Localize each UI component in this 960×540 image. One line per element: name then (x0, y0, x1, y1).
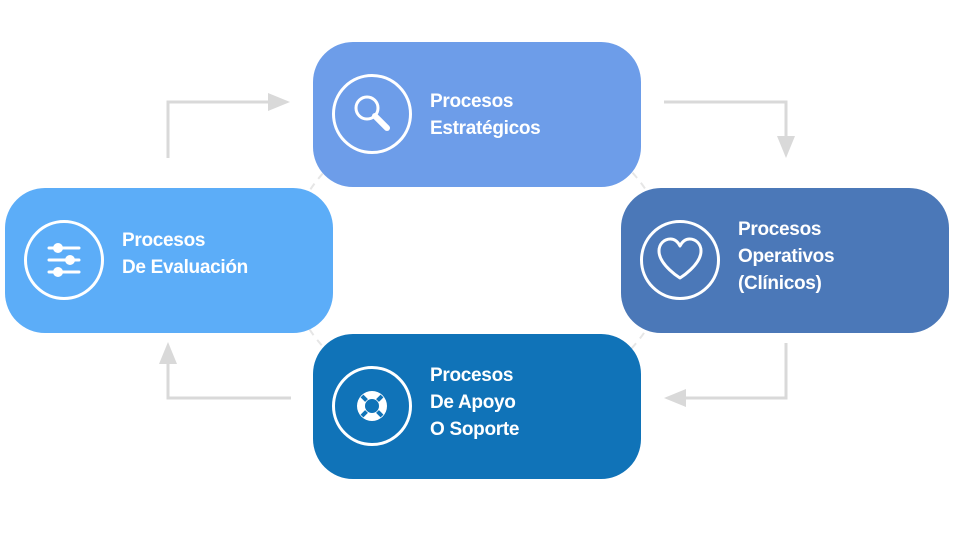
card-label-line: O Soporte (430, 419, 520, 440)
card-label-line: Estratégicos (430, 117, 541, 139)
arrowhead-up (159, 342, 177, 364)
icon-badge (24, 220, 104, 300)
icon-badge (640, 220, 720, 300)
card-label: Procesos De Apoyo O Soporte (430, 330, 630, 475)
card-label: Procesos Estratégicos (430, 42, 630, 187)
card-label-line: Procesos (430, 365, 514, 386)
card-label-line: Procesos (430, 90, 514, 112)
card-label-line: Procesos (122, 229, 206, 251)
card-label-line: Operativos (738, 246, 835, 267)
card-procesos-apoyo: Procesos De Apoyo O Soporte (313, 334, 641, 479)
sliders-icon (47, 243, 81, 277)
arrowhead-down (777, 136, 795, 158)
magnifier-icon (354, 95, 390, 131)
arrow-evaluacion-to-estrategicos (166, 100, 270, 158)
arrowhead-left (664, 389, 686, 407)
card-label-line: De Evaluación (122, 256, 248, 278)
arrowhead-right (268, 93, 290, 111)
arrow-apoyo-to-evaluacion (166, 362, 291, 400)
card-procesos-estrategicos: Procesos Estratégicos (313, 42, 641, 187)
card-label-line: (Clínicos) (738, 273, 822, 294)
card-label-line: Procesos (738, 219, 822, 240)
card-label: Procesos De Evaluación (122, 181, 322, 326)
icon-badge (332, 366, 412, 446)
arrow-estrategicos-to-operativos (664, 100, 788, 138)
card-label: Procesos Operativos (Clínicos) (738, 184, 938, 329)
card-procesos-evaluacion: Procesos De Evaluación (5, 188, 333, 333)
heart-icon (657, 237, 703, 280)
icon-badge (332, 74, 412, 154)
card-label-line: De Apoyo (430, 392, 516, 413)
card-procesos-operativos: Procesos Operativos (Clínicos) (621, 188, 949, 333)
lifebuoy-icon (357, 391, 387, 421)
arrow-operativos-to-apoyo (684, 343, 788, 400)
